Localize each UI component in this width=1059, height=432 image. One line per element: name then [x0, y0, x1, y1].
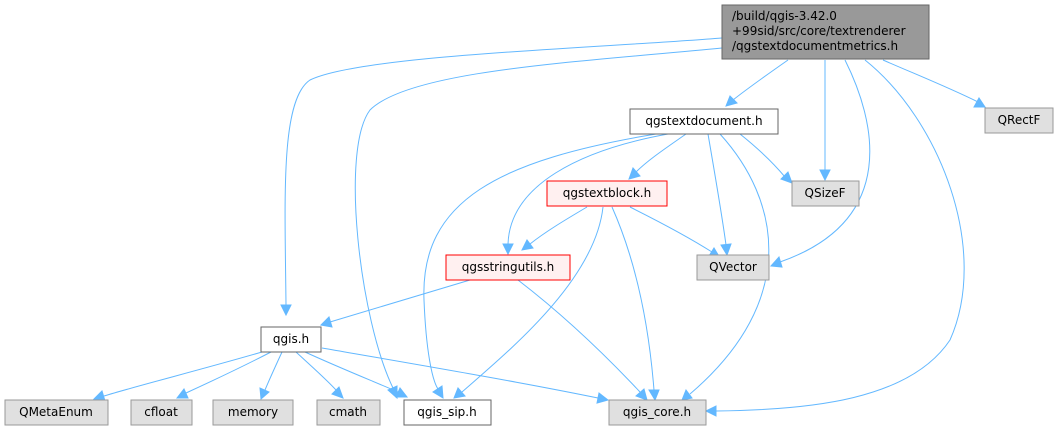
node-qrectf[interactable]: QRectF [984, 107, 1054, 134]
node-cmath-label: cmath [329, 405, 367, 419]
edge-qgstextblock-to-qgis-core [611, 206, 660, 402]
node-qgis[interactable]: qgis.h [260, 326, 322, 353]
node-qmetaenum-label: QMetaEnum [19, 405, 93, 419]
edge-qgstextdocument-to-qgis-core [681, 133, 770, 401]
edge-qgsstringutils-to-qgis [319, 279, 471, 328]
node-qgsstringutils-label: qgsstringutils.h [462, 260, 555, 274]
node-root-line-1: /build/qgis-3.42.0 [732, 9, 837, 23]
edge-qgis-to-qmetaenum [92, 351, 263, 402]
node-qvector[interactable]: QVector [696, 254, 770, 281]
edge-qgis-to-qgis-sip [304, 351, 409, 398]
node-qsizef[interactable]: QSizeF [791, 180, 860, 207]
node-qgstextblock[interactable]: qgstextblock.h [546, 180, 668, 207]
node-qgsstringutils[interactable]: qgsstringutils.h [445, 254, 571, 281]
node-memory-label: memory [228, 405, 278, 419]
node-qgis-sip-label: qgis_sip.h [417, 405, 476, 419]
edge-root-to-qsizef [819, 60, 831, 182]
edge-root-to-qrectf [882, 59, 986, 108]
node-qrectf-label: QRectF [998, 113, 1041, 127]
node-root-line-3: /qgstextdocumentmetrics.h [732, 39, 898, 53]
edge-qgstextblock-to-qgis-sip [453, 206, 604, 399]
edge-qgsstringutils-to-qgis-core [517, 279, 648, 401]
edge-qgstextdocument-to-qgsstringutils [502, 133, 669, 256]
edge-qgis-to-qgis-core [321, 347, 610, 404]
edge-qgstextdocument-to-qgis-sip [423, 133, 657, 399]
edge-root-to-qvector [769, 59, 871, 268]
node-qgis-core-label: qgis_core.h [623, 405, 691, 419]
node-cmath[interactable]: cmath [316, 399, 381, 426]
edges-layer [92, 37, 986, 417]
nodes-layer: /build/qgis-3.42.0 +99sid/src/core/textr… [4, 4, 1054, 426]
node-qvector-label: QVector [709, 260, 757, 274]
node-root-file[interactable]: /build/qgis-3.42.0 +99sid/src/core/textr… [721, 4, 930, 60]
edge-qgstextdocument-to-qgstextblock [628, 133, 687, 180]
edge-qgis-to-memory [259, 351, 283, 401]
node-cfloat[interactable]: cfloat [130, 399, 193, 426]
node-root-box [721, 4, 930, 60]
node-root-line-2: +99sid/src/core/textrenderer [732, 24, 906, 38]
node-qgis-core[interactable]: qgis_core.h [608, 399, 707, 426]
node-qgstextdocument-label: qgstextdocument.h [645, 114, 762, 128]
edge-root-to-qgis [280, 37, 723, 317]
node-qmetaenum[interactable]: QMetaEnum [4, 399, 109, 426]
node-qgstextblock-label: qgstextblock.h [563, 186, 651, 200]
node-qgis-sip[interactable]: qgis_sip.h [403, 399, 492, 426]
edge-qgstextblock-to-qvector [629, 206, 721, 259]
edge-qgstextdocument-to-qsizef [739, 133, 793, 184]
edge-qgis-to-cfloat [175, 351, 272, 399]
edge-qgis-to-cmath [295, 351, 344, 399]
node-cfloat-label: cfloat [144, 405, 178, 419]
node-qgstextdocument[interactable]: qgstextdocument.h [629, 108, 779, 135]
edge-qgstextdocument-to-qvector [707, 133, 732, 257]
node-memory[interactable]: memory [212, 399, 294, 426]
edge-root-to-qgis-sip [354, 47, 723, 400]
node-qsizef-label: QSizeF [805, 186, 846, 200]
edge-qgstextblock-to-qgsstringutils [521, 206, 588, 251]
edge-root-to-qgis-core [704, 59, 965, 417]
edge-root-to-qgstextdocument [725, 59, 789, 107]
node-qgis-label: qgis.h [273, 332, 309, 346]
